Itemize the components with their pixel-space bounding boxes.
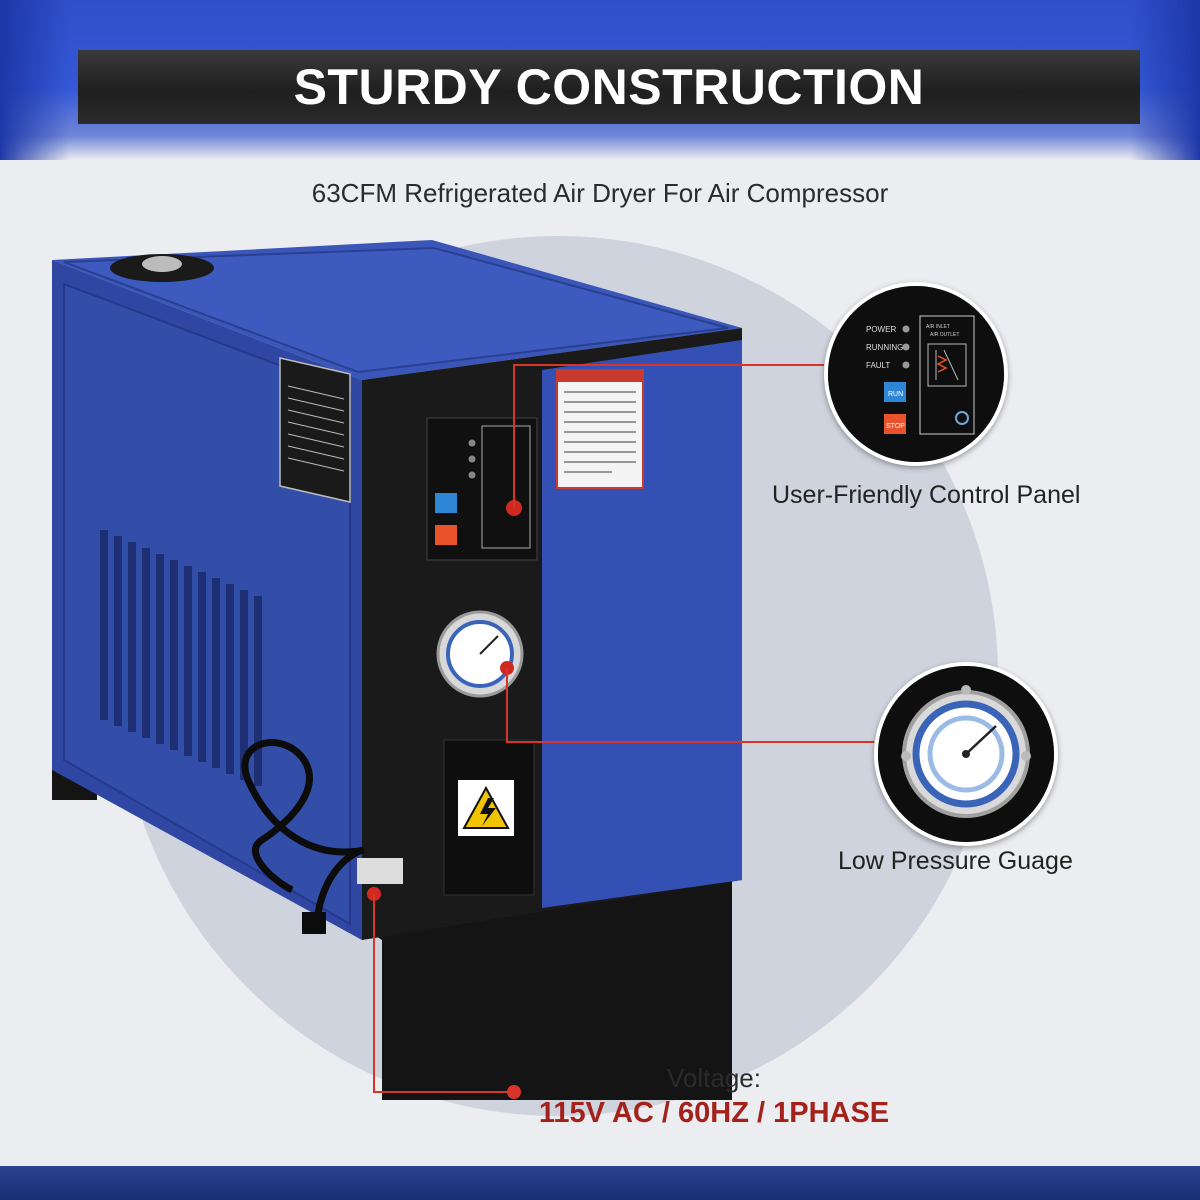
voltage-label: Voltage: xyxy=(667,1063,761,1093)
air-dryer-image xyxy=(52,240,742,1100)
panel-fault-text: FAULT xyxy=(866,361,890,370)
bottom-bar xyxy=(0,1166,1200,1200)
panel-air-inlet-text: AIR INLET xyxy=(926,324,950,330)
panel-stop-text: STOP xyxy=(886,423,905,430)
panel-power-text: POWER xyxy=(866,325,896,334)
panel-running-text: RUNNING xyxy=(866,343,903,352)
control-panel-label: User-Friendly Control Panel xyxy=(772,481,1081,509)
panel-air-outlet-text: AIR OUTLET xyxy=(930,332,959,338)
gauge-label: Low Pressure Guage xyxy=(838,847,1073,875)
product-subtitle: 63CFM Refrigerated Air Dryer For Air Com… xyxy=(311,178,889,208)
panel-run-text: RUN xyxy=(888,391,903,398)
voltage-value: 115V AC / 60HZ / 1PHASE xyxy=(538,1097,890,1129)
control-panel-zoom-circle: POWER RUNNING FAULT RUN STOP AIR INLET A… xyxy=(824,282,1008,466)
title-banner: STURDY CONSTRUCTION xyxy=(78,50,1140,124)
page-title: STURDY CONSTRUCTION xyxy=(293,59,925,115)
gauge-zoom-circle xyxy=(874,662,1058,846)
